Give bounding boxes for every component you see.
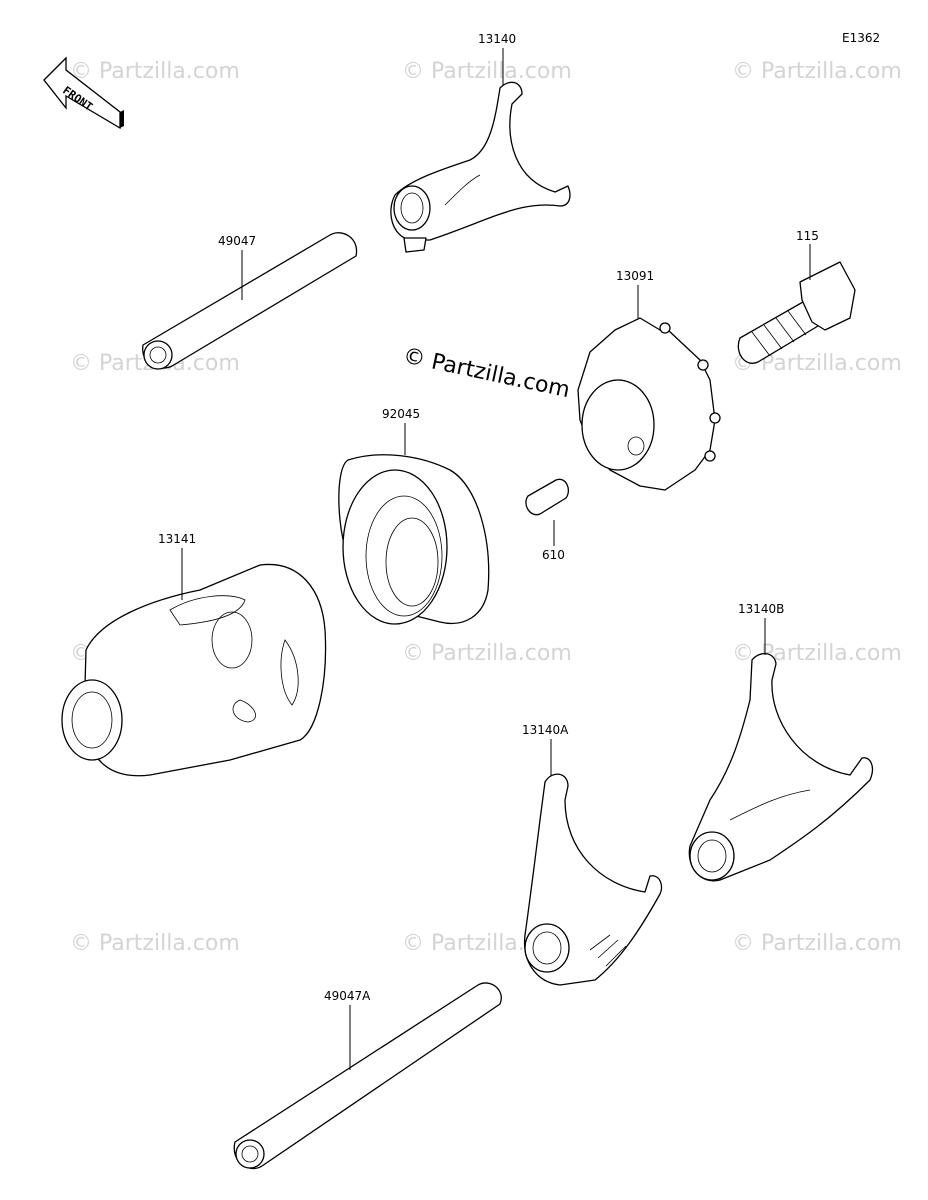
bearing-92045	[338, 454, 490, 625]
shift-fork-13140B	[688, 653, 874, 882]
watermark: © Partzilla.com	[402, 59, 572, 84]
watermark: © Partzilla.com	[70, 931, 240, 956]
pin-610	[525, 478, 570, 516]
shift-rod-49047A	[233, 982, 502, 1170]
watermark: © Partzilla.com	[732, 59, 902, 84]
part-label-13140B: 13140B	[738, 602, 784, 616]
front-arrow-icon: FRONT	[43, 56, 124, 130]
part-label-49047A: 49047A	[324, 989, 371, 1003]
bolt-115	[737, 261, 856, 364]
shift-fork-13140	[390, 81, 571, 253]
shift-fork-13140A	[523, 773, 663, 986]
watermark: © Partzilla.com	[70, 59, 240, 84]
watermark: © Partzilla.com	[402, 641, 572, 666]
part-label-610: 610	[542, 548, 565, 562]
part-label-13140A: 13140A	[522, 723, 569, 737]
cam-plate-13091	[577, 317, 721, 491]
diagram-code: E1362	[842, 31, 880, 45]
part-label-115: 115	[796, 229, 819, 243]
watermark-main: © Partzilla.com	[401, 343, 572, 403]
shift-drum-13141	[61, 563, 327, 777]
part-label-13140: 13140	[478, 32, 516, 46]
part-label-13141: 13141	[158, 532, 196, 546]
watermark: © Partzilla.com	[732, 931, 902, 956]
part-label-13091: 13091	[616, 269, 654, 283]
part-label-49047: 49047	[218, 234, 256, 248]
shift-rod-49047	[142, 232, 358, 370]
part-label-92045: 92045	[382, 407, 420, 421]
